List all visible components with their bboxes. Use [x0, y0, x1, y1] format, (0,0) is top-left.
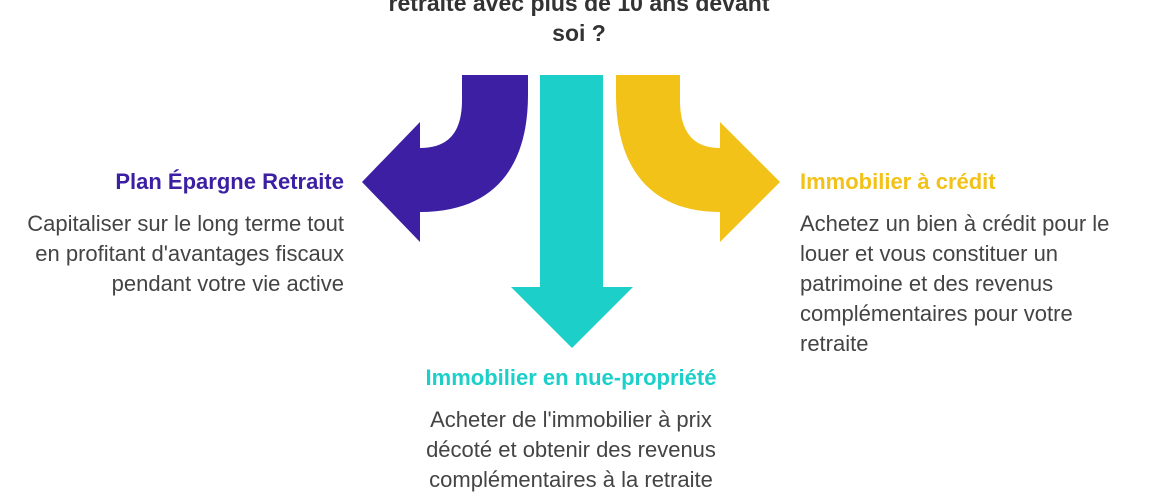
- option-pension-plan-description: Capitaliser sur le long terme tout en pr…: [27, 211, 344, 296]
- option-bare-ownership: Immobilier en nue-propriété Acheter de l…: [398, 364, 744, 495]
- option-credit-property-title: Immobilier à crédit: [800, 169, 996, 194]
- left-curved-arrow: [362, 75, 528, 242]
- center-down-arrow: [511, 75, 633, 348]
- option-bare-ownership-description: Acheter de l'immobilier à prix décoté et…: [426, 407, 716, 492]
- question-line-2: soi ?: [552, 20, 606, 46]
- option-credit-property-description: Achetez un bien à crédit pour le louer e…: [800, 211, 1110, 356]
- question-title: retraite avec plus de 10 ans devant soi …: [340, 0, 818, 48]
- option-bare-ownership-title: Immobilier en nue-propriété: [425, 365, 717, 390]
- option-pension-plan: Plan Épargne Retraite Capitaliser sur le…: [20, 168, 344, 299]
- option-credit-property: Immobilier à crédit Achetez un bien à cr…: [800, 168, 1140, 359]
- right-curved-arrow: [616, 75, 780, 242]
- option-pension-plan-title: Plan Épargne Retraite: [115, 169, 344, 194]
- question-line-1: retraite avec plus de 10 ans devant: [388, 0, 770, 16]
